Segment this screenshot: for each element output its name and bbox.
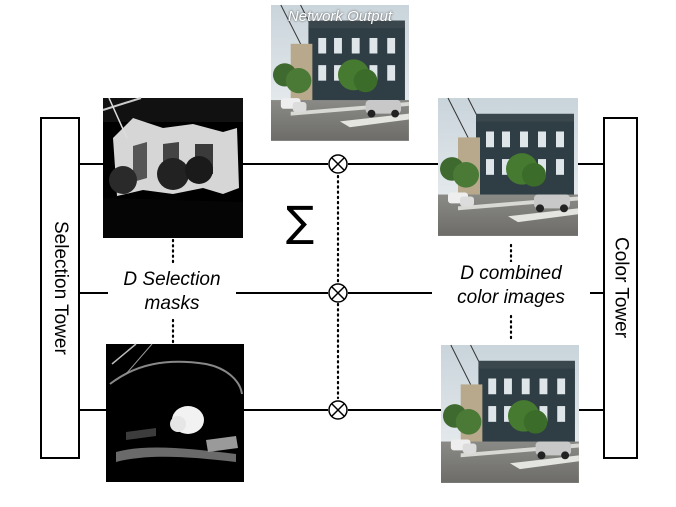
selection-mask-top (102, 97, 243, 238)
selection-masks-caption-line2: masks (144, 293, 200, 314)
network-output-label: Network Output (287, 8, 393, 25)
selection-tower: Selection Tower (40, 117, 80, 459)
network-output-image (270, 4, 410, 142)
multiply-mid (328, 283, 348, 303)
combined-images-caption-line2: color images (457, 287, 565, 308)
selection-tower-label: Selection Tower (50, 221, 71, 355)
multiply-top (328, 154, 348, 174)
combined-color-image-top (437, 97, 579, 237)
combined-color-image-bottom (440, 344, 580, 484)
sum-symbol: ∑ (286, 197, 314, 246)
combined-images-caption: D combined color images (432, 262, 590, 310)
combined-images-caption-line1: D combined (460, 263, 562, 284)
color-tower-label: Color Tower (610, 237, 632, 339)
selection-mask-bottom (106, 343, 244, 482)
selection-masks-caption: D Selection masks (108, 268, 236, 316)
multiply-bottom (328, 400, 348, 420)
dotted-lines (171, 174, 513, 400)
selection-masks-caption-line1: D Selection (123, 269, 221, 290)
multiply-symbols (328, 154, 348, 420)
color-tower: Color Tower (603, 117, 638, 459)
